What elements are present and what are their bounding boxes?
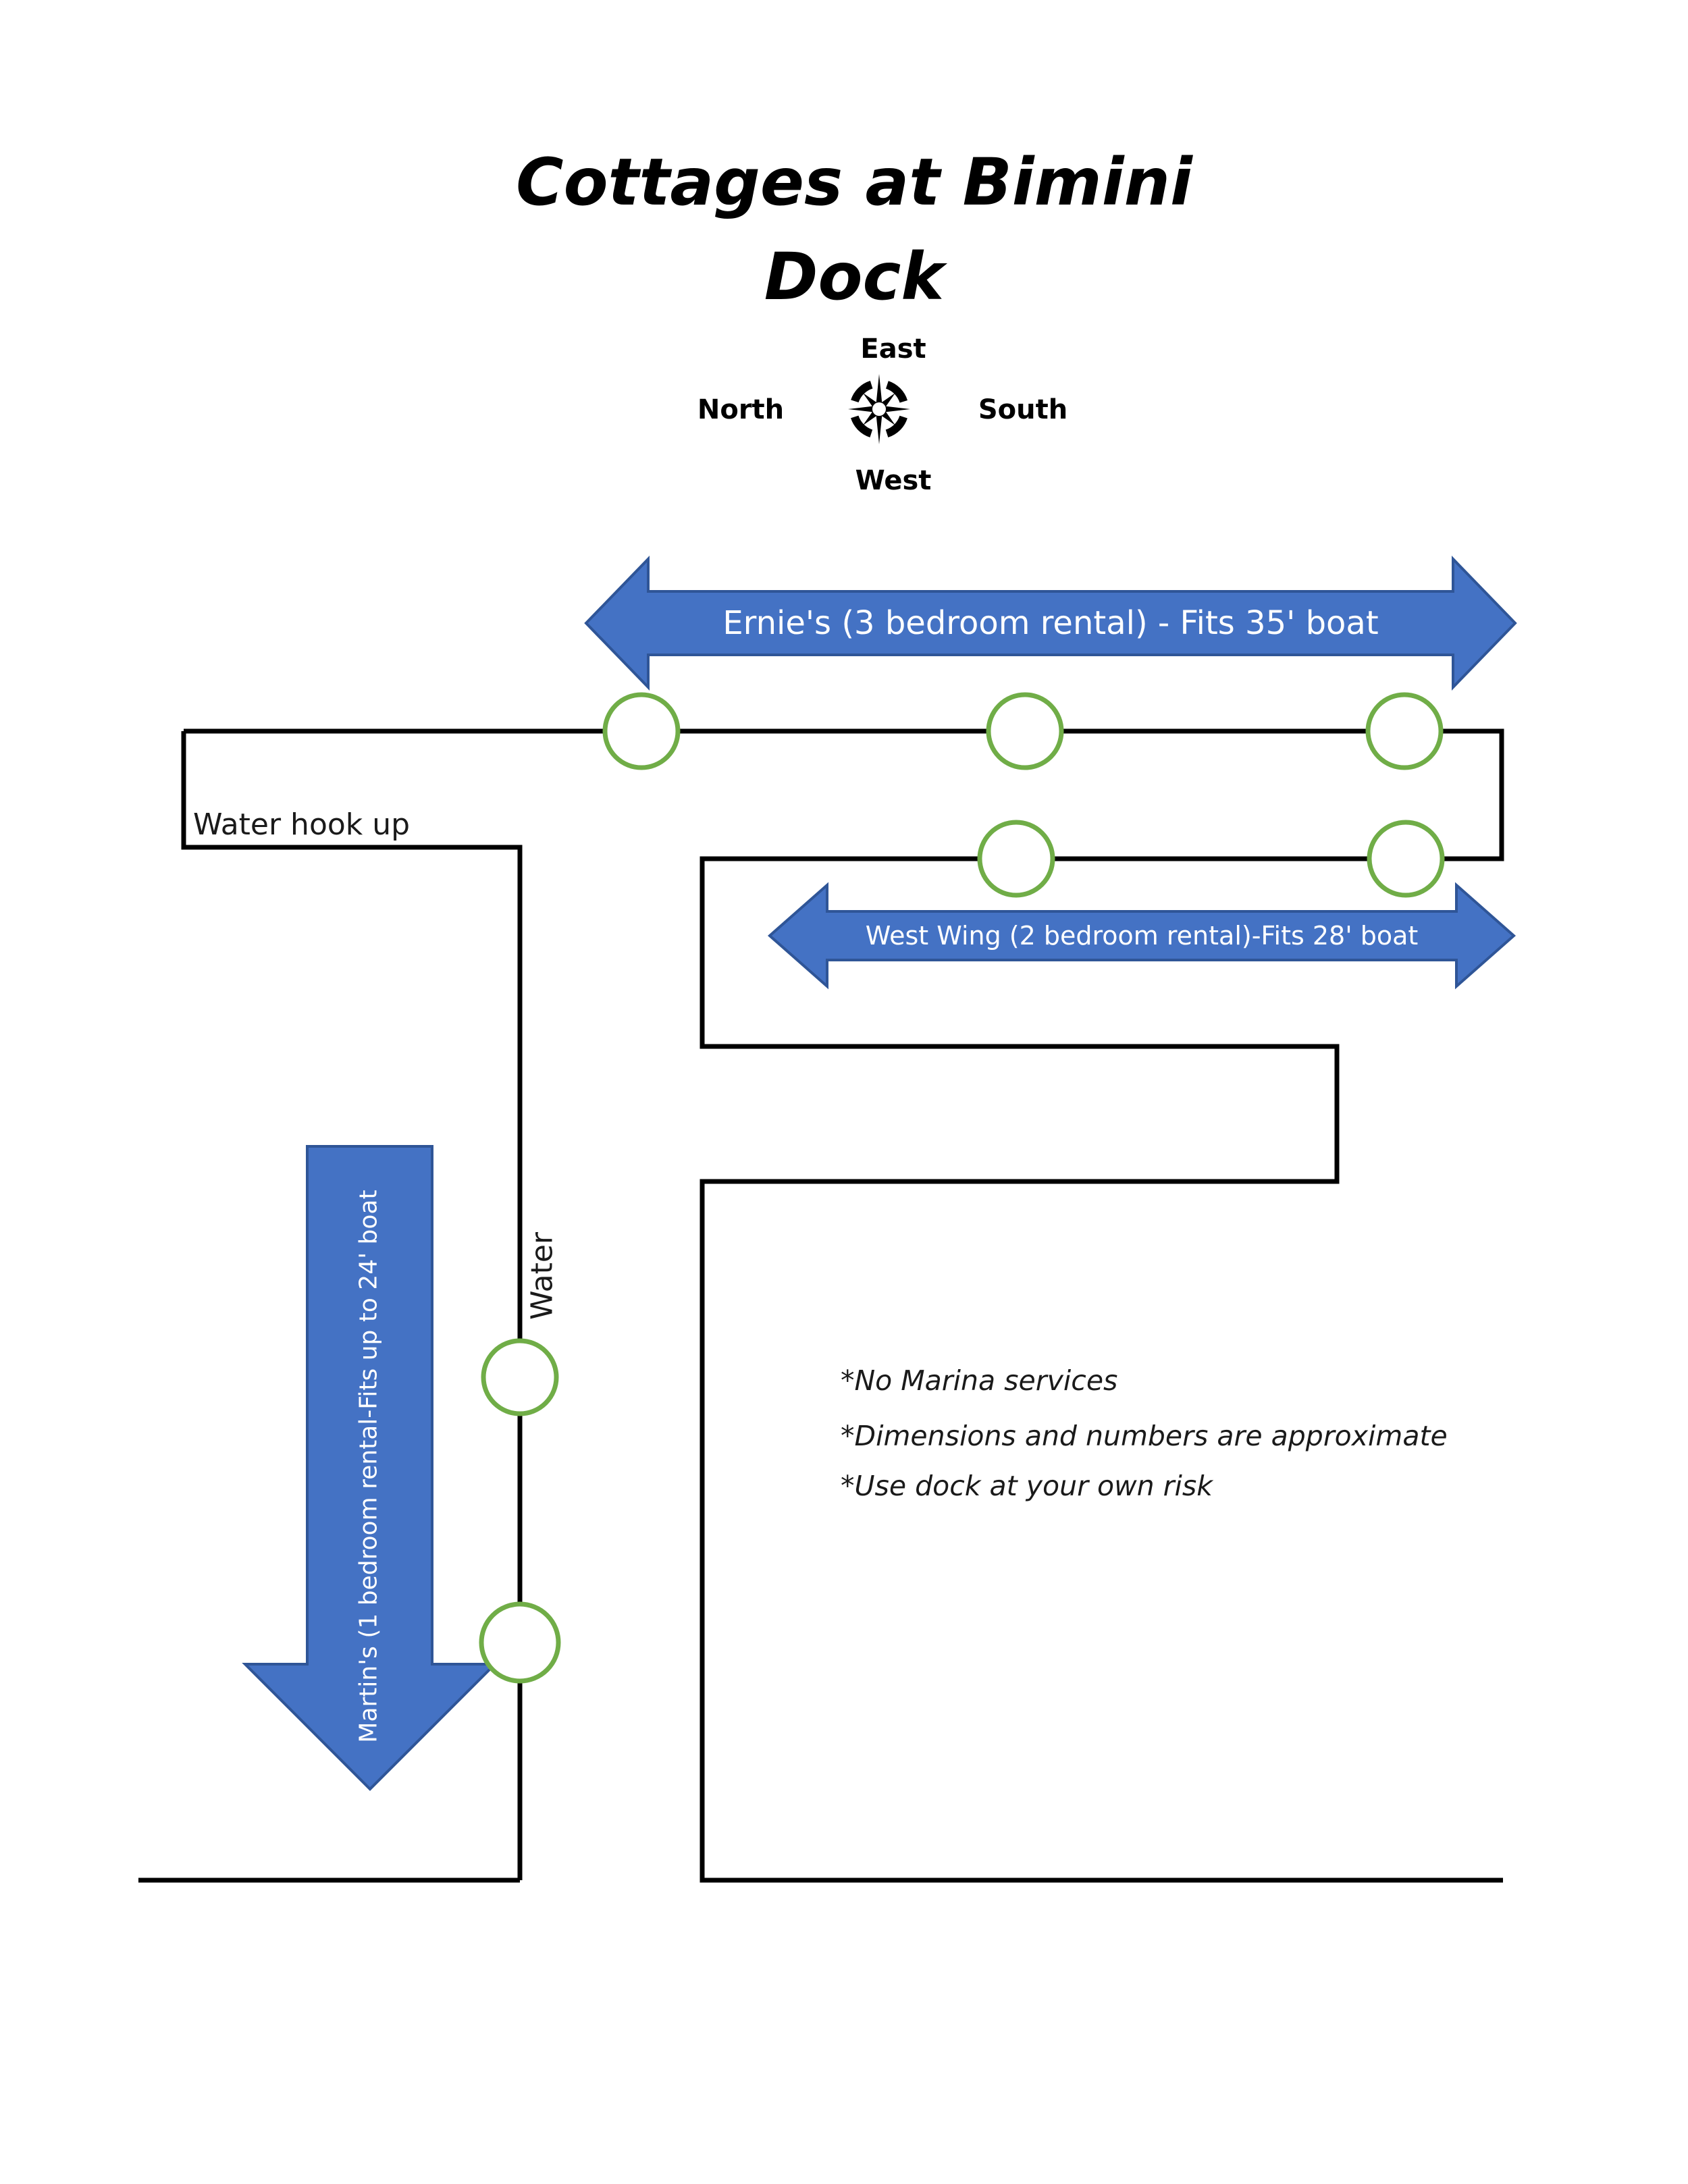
compass-label-west: West bbox=[855, 465, 932, 496]
compass-label-south: South bbox=[978, 394, 1068, 425]
water-label: Water bbox=[525, 1231, 560, 1321]
piling-circle bbox=[1367, 820, 1445, 898]
compass-rose-icon bbox=[848, 374, 910, 444]
compass-label-east: East bbox=[860, 334, 926, 365]
martins-arrow-label: Martin's (1 bedroom rental-Fits up to 24… bbox=[354, 1190, 383, 1743]
ernies-arrow-label: Ernie's (3 bedroom rental) - Fits 35' bo… bbox=[722, 604, 1379, 642]
piling-circle bbox=[602, 692, 681, 770]
note-line: *No Marina services bbox=[841, 1364, 1118, 1397]
piling-circle bbox=[986, 692, 1064, 770]
note-line: *Use dock at your own risk bbox=[841, 1470, 1213, 1502]
piling-circle bbox=[479, 1601, 561, 1684]
martins-dock-arrow bbox=[242, 1145, 498, 1791]
notes-block: *No Marina services *Dimensions and numb… bbox=[841, 1356, 1448, 1511]
compass-label-north: North bbox=[697, 394, 785, 425]
piling-circle bbox=[977, 820, 1055, 898]
water-hook-up-label: Water hook up bbox=[193, 807, 411, 842]
piling-circle bbox=[1365, 692, 1444, 770]
page-title-line1: Cottages at Bimini bbox=[516, 144, 1192, 220]
west-wing-arrow-label: West Wing (2 bedroom rental)-Fits 28' bo… bbox=[865, 921, 1419, 951]
note-line: *Dimensions and numbers are approximate bbox=[841, 1420, 1448, 1452]
ernies-dock-arrow bbox=[584, 556, 1517, 691]
piling-circle bbox=[481, 1338, 559, 1416]
west-wing-dock-arrow bbox=[767, 882, 1516, 990]
page-title: Cottages at Bimini Dock bbox=[439, 135, 1269, 324]
page-title-line2: Dock bbox=[764, 239, 945, 315]
